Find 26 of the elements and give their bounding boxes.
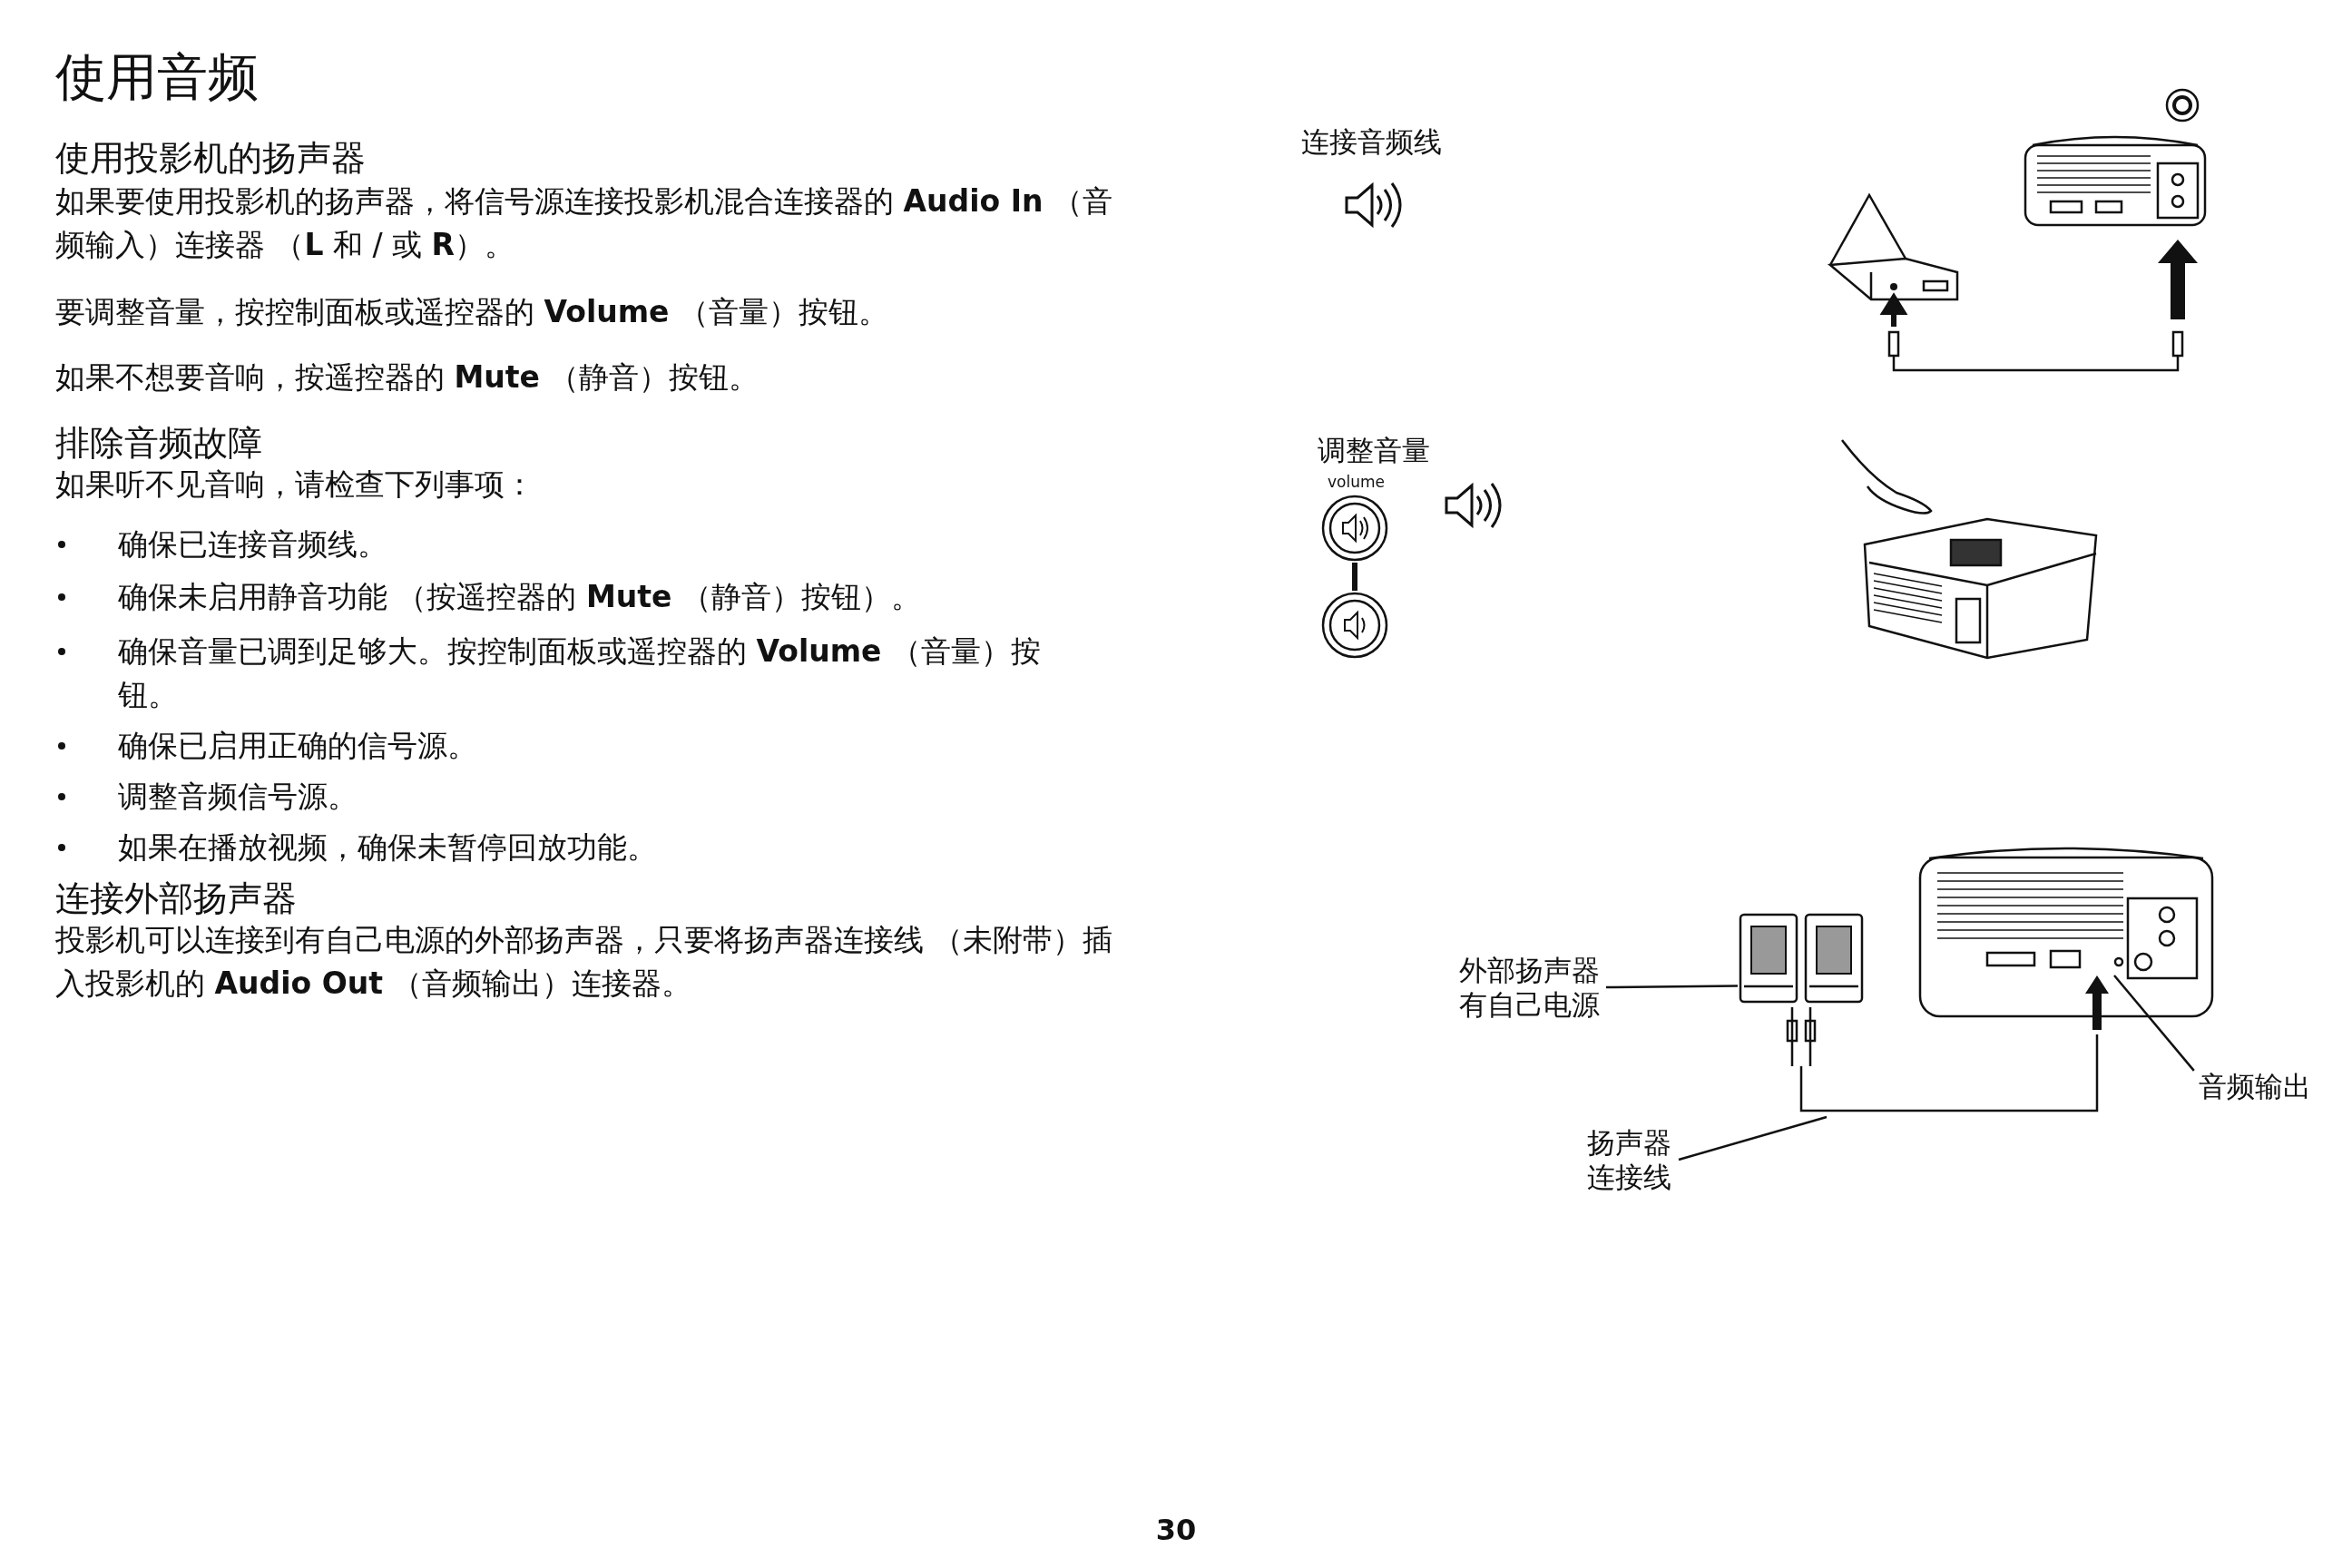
paragraph: 投影机可以连接到有自己电源的外部扬声器，只要将扬声器连接线 （未附带）插入投影机的 Audio Out （音频输出）连接器。 — [55, 921, 1114, 1003]
diagram-heading: 连接音频线 — [1301, 124, 1442, 160]
page-number: 30 — [1154, 1512, 1198, 1549]
callout-label: 音频输出 — [2182, 1069, 2328, 1103]
callout-label: 外部扬声器有自己电源 — [1452, 953, 1606, 1022]
list-item: 确保已连接音频线。 — [118, 525, 388, 564]
leader-line — [1606, 985, 1738, 989]
section-heading: 连接外部扬声器 — [55, 877, 298, 920]
button-caption: volume — [1328, 472, 1382, 492]
list-item: 调整音频信号源。 — [118, 778, 358, 816]
callout-label: 扬声器连接线 — [1579, 1125, 1679, 1194]
leader-line — [2113, 975, 2195, 1072]
paragraph: 如果听不见音响，请检查下列事项： — [55, 466, 535, 504]
paragraph: 如果不想要音响，按遥控器的 Mute （静音）按钮。 — [55, 358, 760, 397]
speakers-drawing — [1738, 912, 1865, 1004]
page-title: 使用音频 — [55, 46, 259, 108]
section-heading: 排除音频故障 — [55, 422, 263, 465]
list-item: 确保未启用静音功能 （按遥控器的 Mute （静音）按钮）。 — [118, 578, 922, 616]
paragraph: 要调整音量，按控制面板或遥控器的 Volume （音量）按钮。 — [55, 293, 889, 331]
diagram-heading: 调整音量 — [1318, 433, 1430, 468]
list-item: 确保已启用正确的信号源。 — [118, 727, 478, 765]
list-item: 确保音量已调到足够大。按控制面板或遥控器的 Volume （音量）按钮。 — [118, 632, 1042, 714]
section-heading: 使用投影机的扬声器 — [55, 137, 367, 180]
leader-line — [1678, 1115, 1828, 1161]
list-item: 如果在播放视频，确保未暂停回放功能。 — [118, 828, 658, 867]
paragraph: 如果要使用投影机的扬声器，将信号源连接投影机混合连接器的 Audio In （音频输入）连接器 （L 和 / 或 R）。 — [55, 182, 1113, 264]
